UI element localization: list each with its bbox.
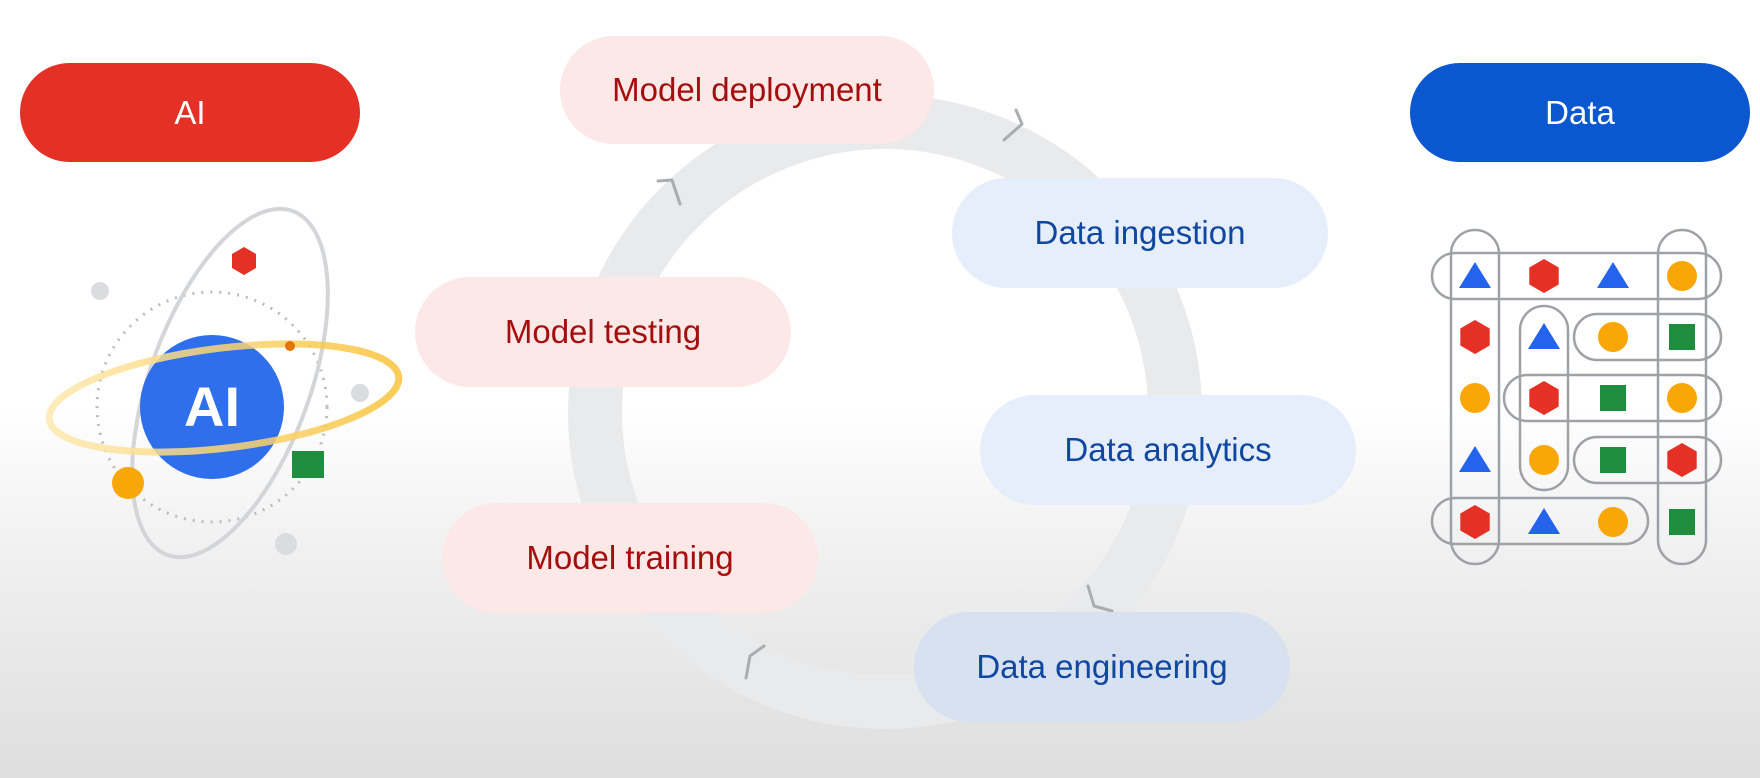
hexagon-icon	[1460, 320, 1490, 354]
triangle-icon	[1459, 262, 1491, 288]
red-hexagon-icon	[232, 247, 256, 275]
ai-core-text: AI	[184, 375, 240, 438]
particle-dot	[351, 384, 369, 402]
hexagon-icon	[1529, 259, 1559, 293]
cycle-arrow-icon	[1086, 584, 1114, 613]
stage-data-engineering: Data engineering	[914, 612, 1290, 722]
square-icon	[1669, 324, 1695, 350]
stage-data-ingestion: Data ingestion	[952, 178, 1328, 288]
data-label: Data	[1545, 93, 1615, 131]
circle-icon	[1460, 383, 1490, 413]
square-icon	[1600, 447, 1626, 473]
circle-icon	[1598, 507, 1628, 537]
stage-model-testing: Model testing	[415, 277, 791, 387]
triangle-icon	[1597, 262, 1629, 288]
particle-dot	[91, 282, 109, 300]
circle-icon	[1529, 445, 1559, 475]
cycle-arrow-icon	[1002, 108, 1024, 142]
orbit-node	[285, 341, 295, 351]
circle-icon	[1667, 261, 1697, 291]
hexagon-icon	[1460, 505, 1490, 539]
grid-groupings	[1430, 228, 1723, 566]
cycle-arrow-icon	[656, 178, 682, 206]
tilted-orbit	[130, 206, 330, 560]
gold-orbit	[45, 340, 403, 456]
ai-label-pill: AI	[20, 63, 360, 162]
square-icon	[1600, 385, 1626, 411]
square-icon	[1669, 509, 1695, 535]
stage-model-training: Model training	[442, 503, 818, 613]
stage-data-analytics: Data analytics	[980, 395, 1356, 505]
triangle-icon	[1459, 446, 1491, 472]
hexagon-icon	[1529, 381, 1559, 415]
stage-model-deployment: Model deployment	[560, 36, 934, 144]
dotted-orbit	[95, 290, 329, 524]
green-square-icon	[292, 451, 324, 478]
ai-label: AI	[174, 93, 206, 131]
hexagon-icon	[1667, 443, 1697, 477]
particle-dot	[275, 533, 297, 555]
cycle-arrow-icon	[744, 644, 766, 680]
triangle-icon	[1528, 508, 1560, 534]
orange-circle-icon	[112, 467, 144, 499]
circle-icon	[1667, 383, 1697, 413]
circle-icon	[1598, 322, 1628, 352]
data-label-pill: Data	[1410, 63, 1750, 162]
triangle-icon	[1528, 323, 1560, 349]
